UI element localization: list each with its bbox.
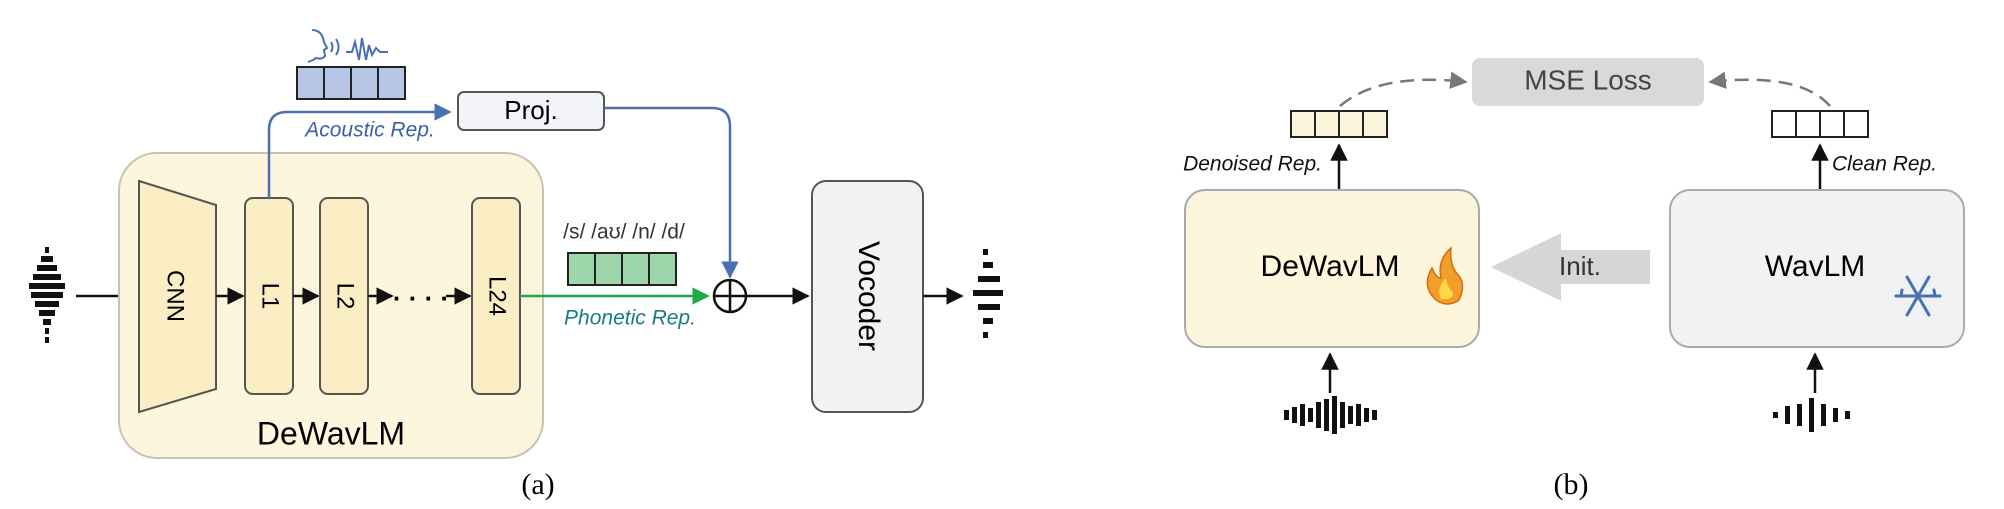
- student-model-box: [1184, 189, 1480, 348]
- phonetic-rep-label: Phonetic Rep.: [564, 307, 696, 330]
- fire-icon: [1426, 246, 1464, 305]
- input-waveform-icon: [29, 247, 65, 343]
- cnn-block: [138, 179, 217, 414]
- cnn-label: CNN: [162, 270, 189, 322]
- layer-l1-label: L1: [257, 283, 284, 310]
- phoneme-sequence: /s/ /aʊ/ /n/ /d/: [563, 221, 685, 244]
- student-model-label: DeWavLM: [1261, 250, 1400, 283]
- proj-to-sum-path: [604, 106, 739, 279]
- ellipsis: · · · ·: [393, 283, 449, 313]
- denoised-to-mse-arrow: [1339, 71, 1468, 107]
- sum-node: [712, 278, 748, 314]
- panel-a: CNN L1 L2 · · · · L24 DeWavLM Proj.: [29, 29, 1003, 501]
- mse-loss-label: MSE Loss: [1524, 64, 1652, 95]
- caption-a: (a): [521, 468, 554, 501]
- init-arrow: [1491, 233, 1650, 301]
- vocoder-label: Vocoder: [852, 241, 885, 351]
- clean-rep-label: Clean Rep.: [1832, 153, 1937, 176]
- phonetic-rep-cells: [567, 252, 677, 286]
- output-waveform-icon: [973, 249, 1003, 338]
- acoustic-path: [267, 103, 452, 198]
- noisy-waveform-icon: [1284, 396, 1377, 434]
- panel-b: MSE Loss Denoised Rep. Clean Rep. DeWavL…: [1183, 58, 1965, 501]
- acoustic-rep-cells: [296, 66, 406, 100]
- acoustic-wave-icon: [346, 37, 388, 61]
- speaking-head-icon: [307, 29, 340, 63]
- clean-to-mse-arrow: [1708, 71, 1831, 107]
- mse-loss-box: [1472, 58, 1704, 106]
- init-label: Init.: [1559, 251, 1601, 281]
- acoustic-rep-label: Acoustic Rep.: [303, 119, 435, 142]
- caption-b: (b): [1554, 468, 1589, 501]
- teacher-model-label: WavLM: [1765, 250, 1866, 283]
- proj-block: [457, 91, 605, 131]
- layer-l2-label: L2: [332, 283, 359, 310]
- clean-waveform-icon: [1773, 398, 1850, 432]
- denoised-rep-cells: [1290, 110, 1388, 138]
- layer-l24-label: L24: [484, 276, 511, 316]
- snowflake-icon: [1894, 275, 1942, 317]
- denoised-rep-label: Denoised Rep.: [1183, 153, 1322, 176]
- proj-label: Proj.: [504, 95, 557, 125]
- clean-rep-cells: [1771, 110, 1869, 138]
- teacher-model-box: [1669, 189, 1965, 348]
- encoder-label: DeWavLM: [257, 415, 405, 451]
